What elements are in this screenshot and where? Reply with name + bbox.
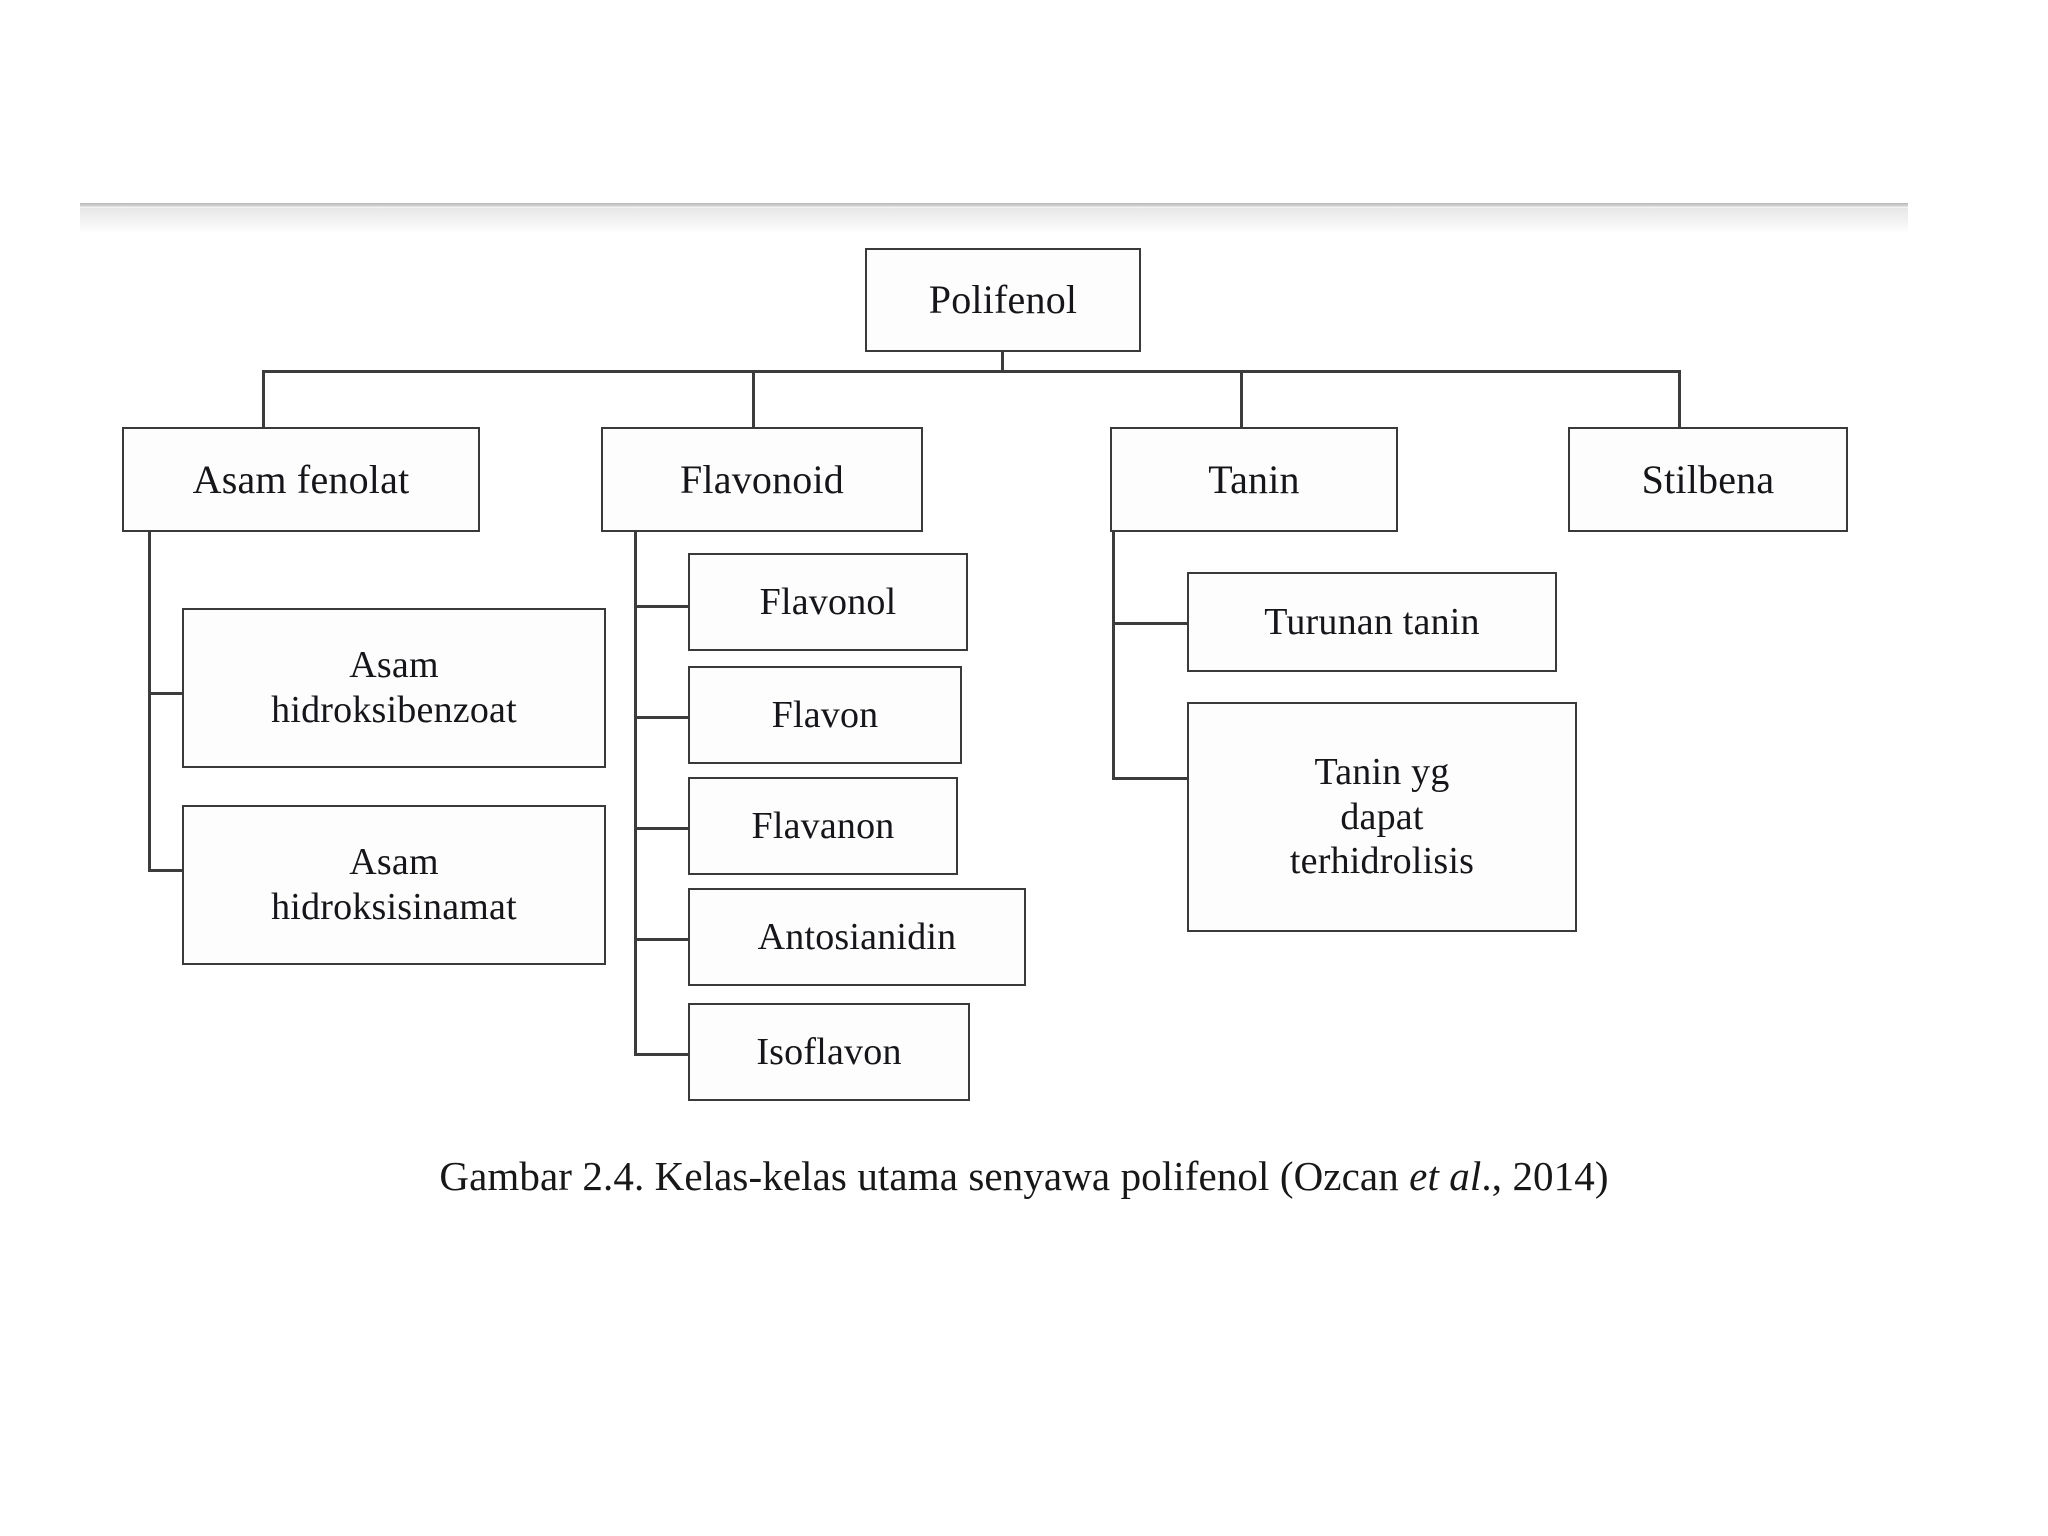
- node-flavonol-label: Flavonol: [759, 580, 897, 623]
- node-turunan-tanin-label: Turunan tanin: [1264, 600, 1480, 643]
- connector-spine-flavonoid: [634, 530, 637, 1055]
- node-flavanon-label: Flavanon: [751, 804, 895, 847]
- node-asam-hidroksibenzoat-line1: Asam: [349, 644, 439, 687]
- connector-stub-isoflavon: [634, 1053, 690, 1056]
- node-asam-hidroksisinamat-label: Asam hidroksisinamat: [265, 840, 523, 930]
- node-turunan-tanin[interactable]: Turunan tanin: [1187, 572, 1557, 672]
- node-polifenol-label: Polifenol: [928, 277, 1078, 323]
- node-asam-hidroksibenzoat-label: Asam hidroksibenzoat: [265, 643, 523, 733]
- connector-spine-asam-fenolat: [148, 530, 151, 872]
- node-isoflavon[interactable]: Isoflavon: [688, 1003, 970, 1101]
- node-stilbena-label: Stilbena: [1641, 456, 1775, 502]
- node-asam-hidroksibenzoat-line2: hidroksibenzoat: [271, 689, 517, 731]
- caption-prefix: Gambar 2.4. Kelas-kelas utama senyawa po…: [439, 1153, 1410, 1199]
- node-tanin[interactable]: Tanin: [1110, 427, 1398, 532]
- connector-stub-asam-hidroksisinamat: [148, 869, 184, 872]
- node-tanin-terhidrolisis-line1: Tanin yg: [1314, 750, 1450, 793]
- connector-level2-bus: [263, 370, 1681, 373]
- connector-stub-antosianidin: [634, 938, 690, 941]
- node-flavon-label: Flavon: [771, 693, 879, 736]
- node-polifenol[interactable]: Polifenol: [865, 248, 1141, 352]
- figure-caption: Gambar 2.4. Kelas-kelas utama senyawa po…: [0, 1152, 2048, 1200]
- node-stilbena[interactable]: Stilbena: [1568, 427, 1848, 532]
- node-flavanon[interactable]: Flavanon: [688, 777, 958, 875]
- node-isoflavon-label: Isoflavon: [756, 1030, 902, 1073]
- node-tanin-terhidrolisis[interactable]: Tanin yg dapat terhidrolisis: [1187, 702, 1577, 932]
- node-tanin-terhidrolisis-line2: dapat: [1340, 795, 1424, 838]
- connector-spine-tanin: [1112, 530, 1115, 780]
- connector-drop-stilbena: [1678, 370, 1681, 427]
- node-asam-hidroksisinamat[interactable]: Asam hidroksisinamat: [182, 805, 606, 965]
- node-tanin-terhidrolisis-line3: terhidrolisis: [1289, 840, 1475, 883]
- connector-root-stem: [1001, 350, 1004, 372]
- node-asam-hidroksibenzoat[interactable]: Asam hidroksibenzoat: [182, 608, 606, 768]
- node-flavonoid-label: Flavonoid: [679, 456, 845, 502]
- connector-stub-flavonol: [634, 605, 690, 608]
- node-flavon[interactable]: Flavon: [688, 666, 962, 764]
- node-tanin-label: Tanin: [1208, 456, 1300, 502]
- node-asam-hidroksisinamat-line2: hidroksisinamat: [271, 886, 517, 928]
- top-rule-shadow: [80, 208, 1908, 234]
- node-asam-hidroksisinamat-line1: Asam: [349, 841, 439, 884]
- caption-italic: et al: [1409, 1153, 1482, 1199]
- node-asam-fenolat[interactable]: Asam fenolat: [122, 427, 480, 532]
- connector-stub-asam-hidroksibenzoat: [148, 692, 184, 695]
- node-tanin-terhidrolisis-label: Tanin yg dapat terhidrolisis: [1284, 750, 1480, 884]
- node-flavonoid[interactable]: Flavonoid: [601, 427, 923, 532]
- top-horizontal-rule: [80, 203, 1908, 208]
- node-flavonol[interactable]: Flavonol: [688, 553, 968, 651]
- connector-stub-turunan-tanin: [1112, 622, 1187, 625]
- node-antosianidin-label: Antosianidin: [757, 915, 957, 958]
- connector-drop-flavonoid: [752, 370, 755, 427]
- connector-drop-tanin: [1240, 370, 1243, 427]
- caption-suffix: ., 2014): [1481, 1153, 1609, 1199]
- connector-stub-tanin-terhidrolisis: [1112, 777, 1187, 780]
- connector-stub-flavon: [634, 716, 690, 719]
- node-asam-fenolat-label: Asam fenolat: [192, 456, 410, 502]
- connector-drop-asam-fenolat: [262, 370, 265, 427]
- node-antosianidin[interactable]: Antosianidin: [688, 888, 1026, 986]
- connector-stub-flavanon: [634, 827, 690, 830]
